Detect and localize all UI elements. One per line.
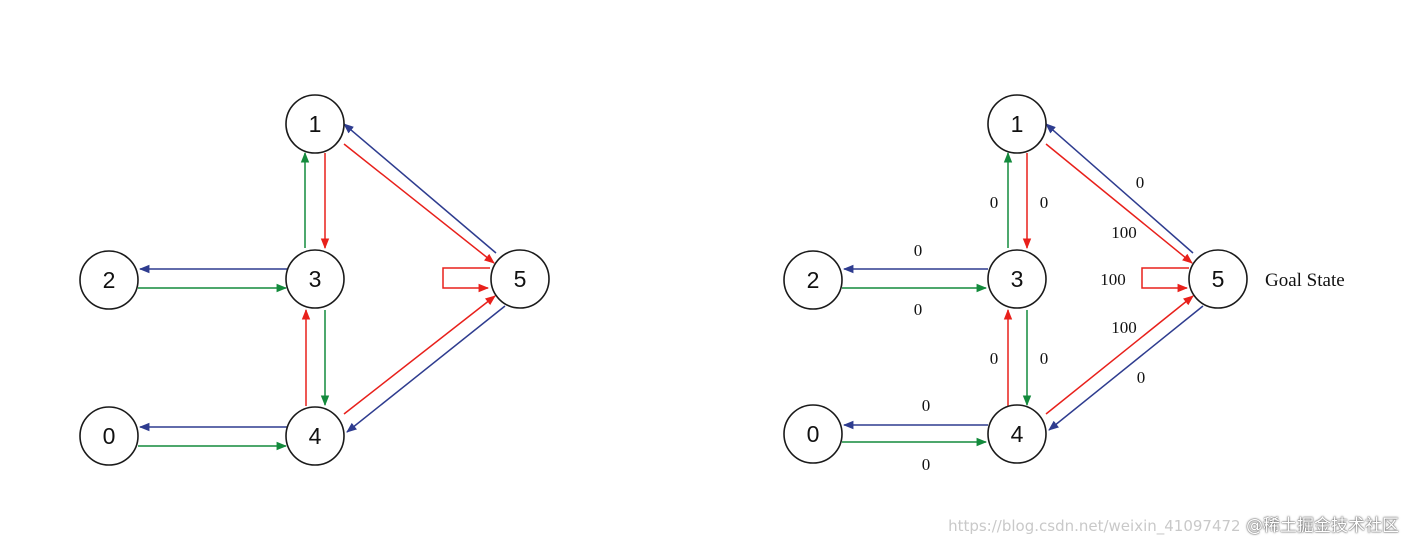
right-edges [842, 123, 1204, 447]
edge-5-to-5 [442, 267, 490, 293]
edge-label-3-to-1: 0 [990, 193, 999, 212]
left-node-0: 0 [79, 406, 139, 466]
left-node-0-label: 0 [103, 423, 116, 449]
right-node-0-label: 0 [807, 421, 820, 447]
right-node-1: 1 [987, 94, 1047, 154]
watermark-url: https://blog.csdn.net/weixin_41097472 [948, 517, 1241, 535]
left-node-4-label: 4 [309, 423, 322, 449]
right-node-3: 3 [987, 249, 1047, 309]
right-node-2-label: 2 [807, 267, 820, 293]
left-edges [138, 123, 506, 451]
left-node-2: 2 [79, 250, 139, 310]
watermark-site: @稀土掘金技术社区 [1246, 516, 1399, 536]
edge-5-to-4 [1048, 305, 1204, 431]
edge-label-3-to-2: 0 [914, 241, 923, 260]
edge-4-to-5 [1045, 295, 1194, 415]
left-nodes: 1 2 3 5 0 4 [79, 94, 550, 466]
right-graph: 0 0 0 0 0 0 0 0 0 100 100 100 0 1 2 [783, 94, 1345, 474]
edge-label-5-to-1: 0 [1136, 173, 1145, 192]
edge-label-5-to-5: 100 [1100, 270, 1126, 289]
left-node-3-label: 3 [309, 266, 322, 292]
edge-5-to-1 [1045, 123, 1194, 254]
watermark: https://blog.csdn.net/weixin_41097472 @稀… [948, 511, 1399, 536]
edge-label-1-to-3: 0 [1040, 193, 1049, 212]
right-node-4: 4 [987, 404, 1047, 464]
left-graph: 1 2 3 5 0 4 [79, 94, 550, 466]
edge-5-to-1 [343, 123, 497, 254]
edge-5-to-4 [346, 305, 506, 433]
right-node-1-label: 1 [1011, 111, 1024, 137]
left-node-4: 4 [285, 406, 345, 466]
goal-state-label: Goal State [1265, 270, 1345, 291]
right-node-3-label: 3 [1011, 266, 1024, 292]
edge-label-1-to-5: 100 [1111, 223, 1137, 242]
edge-label-5-to-4: 0 [1137, 368, 1146, 387]
right-node-2: 2 [783, 250, 843, 310]
edge-label-2-to-3: 0 [914, 300, 923, 319]
edge-label-4-to-3: 0 [990, 349, 999, 368]
edge-1-to-5 [343, 143, 495, 264]
left-node-3: 3 [285, 249, 345, 309]
edge-label-0-to-4: 0 [922, 455, 931, 474]
right-node-5: 5 [1188, 249, 1248, 309]
edge-1-to-5 [1045, 143, 1193, 264]
left-node-5: 5 [490, 249, 550, 309]
left-node-2-label: 2 [103, 267, 116, 293]
right-edge-labels: 0 0 0 0 0 0 0 0 0 100 100 100 0 [914, 173, 1146, 474]
right-node-0: 0 [783, 404, 843, 464]
edge-label-4-to-5: 100 [1111, 318, 1137, 337]
left-node-1: 1 [285, 94, 345, 154]
left-node-1-label: 1 [309, 111, 322, 137]
edge-label-3-to-4: 0 [1040, 349, 1049, 368]
left-node-5-label: 5 [514, 266, 527, 292]
edge-label-4-to-0: 0 [922, 396, 931, 415]
right-nodes: 1 2 3 5 0 4 [783, 94, 1248, 464]
edge-4-to-5 [343, 295, 496, 415]
edge-5-to-5 [1141, 267, 1189, 293]
right-node-4-label: 4 [1011, 421, 1024, 447]
right-node-5-label: 5 [1212, 266, 1225, 292]
